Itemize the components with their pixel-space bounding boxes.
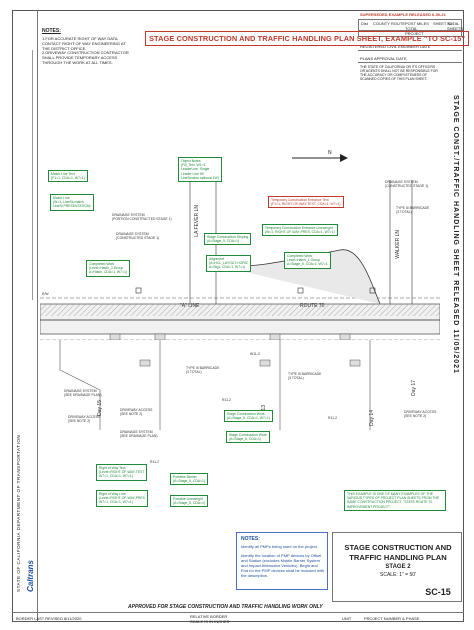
- drainage-label-1: DRAINAGE SYSTEM (PORTION CONSTRUCTED STA…: [112, 213, 172, 222]
- callout-match-line: Match Line Text (F1=1, CDA=1, W7=1): [48, 170, 88, 183]
- barricade-label-1: TYPE III BARRICADE (3 TOTAL): [186, 366, 220, 375]
- header-col-dist: Dist: [361, 21, 368, 26]
- unit-label: UNIT: [342, 616, 352, 621]
- superseded-banner: SUPERSEDED EXAMPLE RELEASED 6-30-21: [360, 12, 446, 17]
- state-dept-label: STATE OF CALIFORNIA DEPARTMENT OF TRANSP…: [16, 434, 21, 592]
- legend-line-2: Identify the location of PMP devices by …: [241, 553, 325, 578]
- callout-temp-entrance: Temporary Construction Entrance Text (F1…: [268, 196, 344, 209]
- border-revised: BORDER LAST REVISED 8/11/2020: [16, 616, 82, 621]
- approval-line: PLANS APPROVAL DATE: [360, 56, 407, 61]
- plan-title-scale: SCALE: 1" = 50': [380, 572, 416, 578]
- callout-portable-barrier: Portable Barrier (A=Stage_5, CDA=1): [170, 473, 209, 486]
- header-table: Dist COUNTY ROUTE POST MILES TOTAL PROJE…: [358, 19, 464, 37]
- drainage-label-3: DRAINAGE SYSTEM (CONSTRUCTED STAGE 1): [385, 180, 429, 189]
- driveway-label-2: DRIVEWAY ACCESS (SEE NOTE 2): [120, 408, 153, 417]
- day-label-4: Day 17: [411, 380, 417, 396]
- legend-box: NOTES: Identify all PMPs being used on t…: [236, 532, 328, 590]
- callout-alignment: Alignment (A=HCL_LAYOUT-HORIZ A=Stg1, CD…: [206, 255, 251, 272]
- sheet-number: SC-15: [425, 587, 451, 597]
- callout-temp-entrance-lw: Temporary Construction Entrance Lineweig…: [262, 224, 338, 237]
- legend-line-1: Identify all PMPs being used on the proj…: [241, 544, 318, 549]
- a-line-label: "A" LINE: [180, 303, 200, 309]
- header-col-route: ROUTE: [391, 21, 405, 26]
- barricade-label-3: TYPE III BARRICADE (3 TOTAL): [396, 206, 430, 215]
- driveway-label-1: DRIVEWAY ACCESS (SEE NOTE 2): [68, 415, 101, 424]
- sign-label-1: R11-2: [222, 398, 231, 402]
- callout-stage-work: Stage Construction Work (A=Stage_5, CDA=…: [224, 410, 273, 423]
- callout-stage-work-2: Stage Construction Work (A=Stage_5, CDA=…: [226, 431, 270, 444]
- callout-right-of-way: Right of Way Text (Level=RIGHT-OF-WAY-TE…: [96, 464, 148, 481]
- callout-completed-work: Completed Work (Level=Hatch_1 Group A=Ha…: [86, 260, 130, 277]
- caltrans-logo: Caltrans: [26, 559, 35, 592]
- north-arrow-icon: N: [292, 150, 348, 162]
- callout-object-notes: Object Notes (Fill_Text, W1=1 LeaderLine…: [178, 157, 222, 183]
- walker-ln-label: WALKER LN: [395, 230, 401, 259]
- note-1: 1.FOR ACCURATE RIGHT OF WAY DATA, CONTAC…: [42, 36, 126, 51]
- plan-drawing: [40, 180, 440, 340]
- header-col-sheet: SHEET No.: [433, 21, 454, 26]
- strip-ruler: [32, 50, 33, 300]
- callout-completed-work-2: Completed Work Level=Hatch_1 Group A=Sta…: [284, 252, 331, 269]
- sheet-title: STAGE CONSTRUCTION AND TRAFFIC HANDLING …: [145, 31, 470, 46]
- legend-heading: NOTES:: [241, 536, 260, 542]
- plan-title-stage: STAGE 2: [385, 564, 411, 570]
- approval-footer: APPROVED FOR STAGE CONSTRUCTION AND TRAF…: [128, 604, 323, 610]
- right-vertical-title: STAGE CONST./TRAFFIC HANDLING SHEET RELE…: [452, 95, 459, 374]
- drainage-plan-label-2: DRAINAGE SYSTEM (SEE DRAINAGE PLAN): [120, 430, 158, 439]
- approval-rule: [358, 62, 462, 63]
- day-label-3: Day 14: [369, 410, 375, 426]
- header-divider: [359, 30, 463, 31]
- disclaimer: THE STATE OF CALIFORNIA OR ITS OFFICERS …: [360, 65, 438, 81]
- rw-label: R/W: [42, 292, 49, 296]
- route-label: ROUTE 70: [300, 303, 325, 309]
- svg-text:N: N: [328, 150, 332, 156]
- callout-portable-lineweight: Portable Lineweight (A=Stage_5, CDA=1): [170, 495, 209, 508]
- drainage-plan-label-1: DRAINAGE SYSTEM (SEE DRAINAGE PLAN): [64, 389, 102, 398]
- sign-label-2: W11-3: [250, 352, 260, 356]
- callout-right-of-way-lw: Right of Way Line (Level=RIGHT-OF-WAY-PR…: [96, 490, 148, 507]
- barricade-label-2: TYPE III BARRICADE (3 TOTAL): [288, 372, 322, 381]
- engineer-line: REGISTERED CIVIL ENGINEER DATE: [360, 44, 431, 49]
- project-number-label: PROJECT NUMBER & PHASE: [364, 616, 420, 621]
- callout-example-note: THIS EXAMPLE IS ONE OF MANY EXAMPLES OF …: [344, 490, 446, 511]
- callout-stage-striping: Stage Construction Striping (A=Stage_5, …: [204, 233, 252, 246]
- header-col-county: COUNTY: [373, 21, 390, 26]
- callout-match-line-2: Match Line (W=1, LineSt=match LineSt PRE…: [50, 194, 94, 211]
- plan-title-line2: TRAFFIC HANDLING PLAN: [349, 553, 447, 562]
- la-fever-ln-label: LA FEVER LN: [194, 205, 200, 237]
- sheet-border: [12, 10, 464, 622]
- sign-label-3: R11-2: [328, 416, 337, 420]
- left-strip: STATE OF CALIFORNIA DEPARTMENT OF TRANSP…: [12, 10, 38, 622]
- header-col-postmiles: POST MILES TOTAL PROJECT: [405, 21, 429, 36]
- plan-title-line1: STAGE CONSTRUCTION AND: [344, 543, 452, 552]
- plan-drawing-lower: [59, 340, 371, 430]
- notes-heading: NOTES:: [42, 28, 61, 34]
- day-label-1: Day 15: [97, 400, 103, 416]
- plan-title-block: STAGE CONSTRUCTION AND TRAFFIC HANDLING …: [332, 532, 462, 602]
- engineer-rule: [358, 50, 462, 51]
- note-2: 2.DRIVEWAY CONSTRUCTION CONTRACTOR SHALL…: [42, 50, 129, 65]
- sign-label-4: R11-2: [150, 460, 159, 464]
- drainage-label-2: DRAINAGE SYSTEM (CONSTRUCTED STAGE 1): [116, 232, 160, 241]
- relative-scale: RELATIVE BORDER SCALE IS IN INCHES: [190, 614, 230, 624]
- header-col-total: TOTAL SHEETS: [447, 21, 464, 31]
- bottom-bar: BORDER LAST REVISED 8/11/2020 RELATIVE B…: [12, 612, 464, 624]
- driveway-label-3: DRIVEWAY ACCESS (SEE NOTE 2): [404, 410, 437, 419]
